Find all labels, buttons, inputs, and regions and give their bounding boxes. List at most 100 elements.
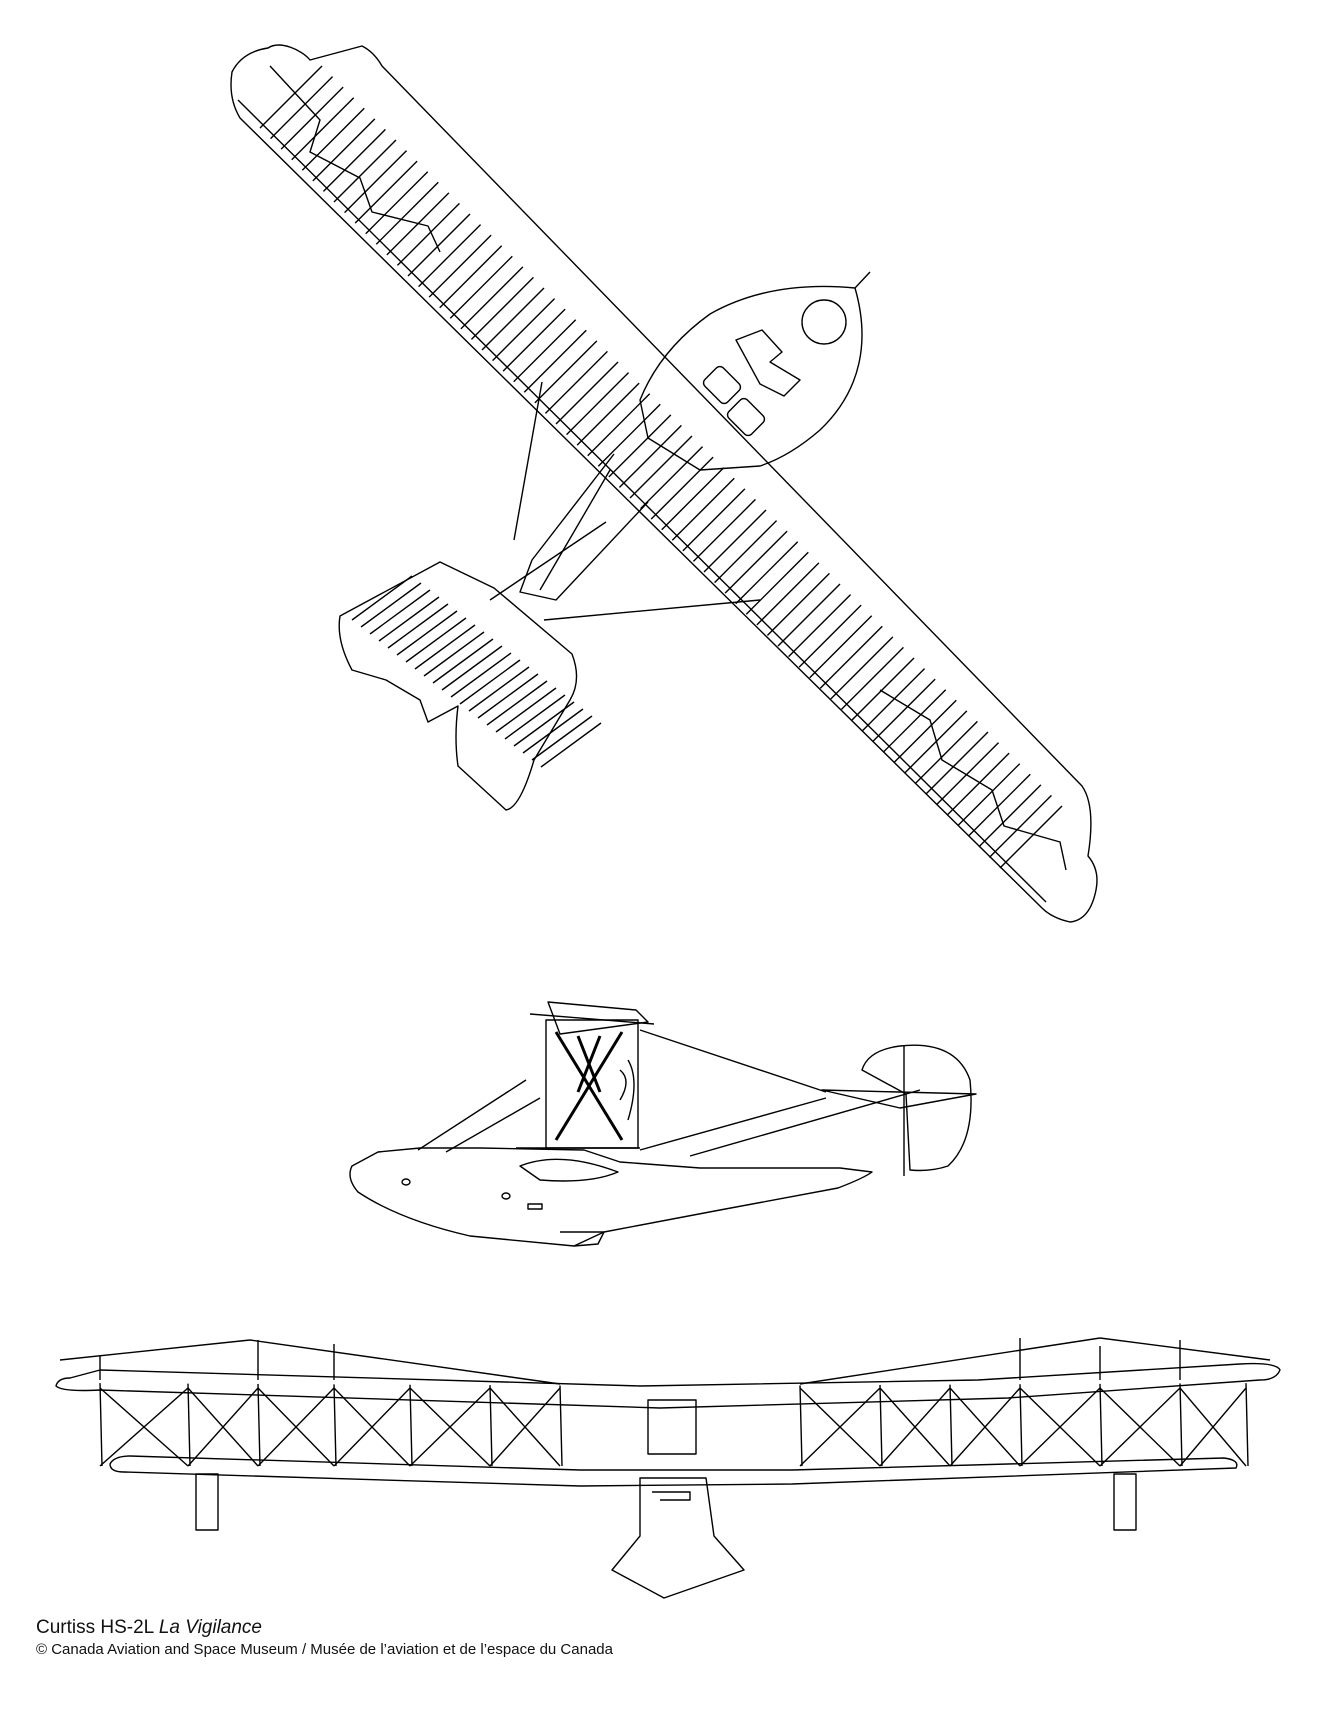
wing-rib bbox=[641, 447, 703, 509]
bracing-wire bbox=[334, 1388, 410, 1466]
strut bbox=[950, 1385, 952, 1466]
wing-bracing-right bbox=[880, 690, 1066, 870]
wing-rib bbox=[281, 87, 343, 149]
wing-rib bbox=[355, 161, 417, 223]
wing-rib bbox=[619, 425, 681, 487]
wing-rib bbox=[556, 362, 618, 424]
tail-rib bbox=[433, 639, 493, 683]
wing-rib bbox=[482, 288, 544, 350]
bracing-wire bbox=[410, 1388, 490, 1466]
wing-rib bbox=[725, 531, 787, 593]
wing-rib bbox=[915, 721, 977, 783]
engine-radiator-side bbox=[548, 1002, 648, 1034]
brace-wire-1 bbox=[514, 382, 542, 540]
wing-rib bbox=[894, 700, 956, 762]
hull-side-outline bbox=[350, 1148, 872, 1246]
wing-rib bbox=[376, 182, 438, 244]
strut bbox=[1020, 1384, 1022, 1466]
tail-struts bbox=[418, 1030, 920, 1156]
side-view bbox=[350, 1002, 976, 1246]
wing-rib bbox=[736, 542, 798, 604]
wing-rib bbox=[947, 753, 1009, 815]
wing-rib bbox=[345, 151, 407, 213]
wing-rib bbox=[461, 267, 523, 329]
tailplane-side bbox=[822, 1090, 976, 1108]
wing-rib bbox=[271, 77, 333, 139]
strut bbox=[560, 1385, 562, 1466]
wing-rib bbox=[313, 119, 375, 181]
bracing-wire bbox=[1100, 1388, 1180, 1466]
wing-rib bbox=[609, 415, 671, 477]
wing-bracing-left bbox=[270, 66, 440, 252]
brace-wire-2 bbox=[544, 600, 760, 620]
wing-rib bbox=[651, 457, 713, 519]
tail-rib bbox=[487, 681, 547, 725]
tailplane-outline bbox=[339, 562, 576, 810]
wing-rib bbox=[926, 732, 988, 794]
bracing-wire bbox=[258, 1388, 334, 1466]
bracing-wire bbox=[950, 1388, 1020, 1466]
hull-step bbox=[560, 1232, 604, 1246]
strut bbox=[188, 1384, 190, 1466]
bracing-wire bbox=[1180, 1388, 1246, 1466]
wing-rib bbox=[852, 658, 914, 720]
strut bbox=[334, 1384, 336, 1466]
front-engine bbox=[648, 1400, 696, 1454]
wing-rib bbox=[260, 66, 322, 128]
tail-rib bbox=[451, 653, 511, 697]
strut bbox=[800, 1385, 802, 1466]
propeller bbox=[620, 1060, 634, 1120]
wing-rib bbox=[598, 404, 660, 466]
wing-rib bbox=[323, 129, 385, 191]
wing-rib bbox=[683, 489, 745, 551]
strut bbox=[258, 1384, 260, 1466]
bracing-wire bbox=[188, 1388, 258, 1466]
aircraft-model: Curtiss HS-2L bbox=[36, 1617, 154, 1638]
wing-rib bbox=[979, 785, 1041, 847]
hull-deck-detail bbox=[736, 330, 800, 396]
tail-rib bbox=[514, 702, 574, 746]
wing-rib bbox=[292, 98, 354, 160]
wing-rib bbox=[767, 573, 829, 635]
strut bbox=[1180, 1383, 1182, 1466]
wing-rib bbox=[789, 595, 851, 657]
hull-vent bbox=[528, 1204, 542, 1209]
strut bbox=[880, 1385, 882, 1466]
x-brace-2 bbox=[578, 1036, 600, 1092]
tail-rib bbox=[424, 632, 484, 676]
tailplane-ribs bbox=[352, 576, 601, 767]
wing-rib bbox=[841, 647, 903, 709]
wing-rib bbox=[810, 616, 872, 678]
wing-rib bbox=[968, 774, 1030, 836]
caption-title: Curtiss HS-2L La Vigilance bbox=[36, 1617, 262, 1639]
wing-rib bbox=[863, 669, 925, 731]
wing-rib bbox=[408, 214, 470, 276]
wing-rib bbox=[757, 563, 819, 625]
wing-rib bbox=[493, 299, 555, 361]
hull-top-outline bbox=[640, 286, 862, 470]
bracing-wire bbox=[880, 1388, 950, 1466]
right-wingtip-float bbox=[1114, 1474, 1136, 1530]
strut bbox=[1246, 1383, 1248, 1466]
tail-boom-spar bbox=[540, 470, 610, 590]
tail-boom bbox=[520, 454, 648, 600]
tail-rib bbox=[388, 604, 448, 648]
left-wingtip-float bbox=[196, 1474, 218, 1530]
tail-rib bbox=[415, 625, 475, 669]
tail-rib bbox=[523, 709, 583, 753]
wing-rib bbox=[450, 256, 512, 318]
strut bbox=[1100, 1384, 1102, 1466]
front-view bbox=[56, 1338, 1280, 1598]
strut bbox=[410, 1385, 412, 1466]
tail-rib bbox=[361, 583, 421, 627]
interplane-struts bbox=[60, 1338, 1270, 1466]
strut bbox=[490, 1385, 492, 1466]
wing-rib bbox=[799, 605, 861, 667]
porthole-2 bbox=[502, 1193, 510, 1199]
top-view bbox=[231, 45, 1097, 922]
cockpit-rear bbox=[725, 396, 766, 437]
bracing-wire bbox=[100, 1388, 188, 1466]
tail-rib bbox=[460, 660, 520, 704]
wing-rib bbox=[778, 584, 840, 646]
